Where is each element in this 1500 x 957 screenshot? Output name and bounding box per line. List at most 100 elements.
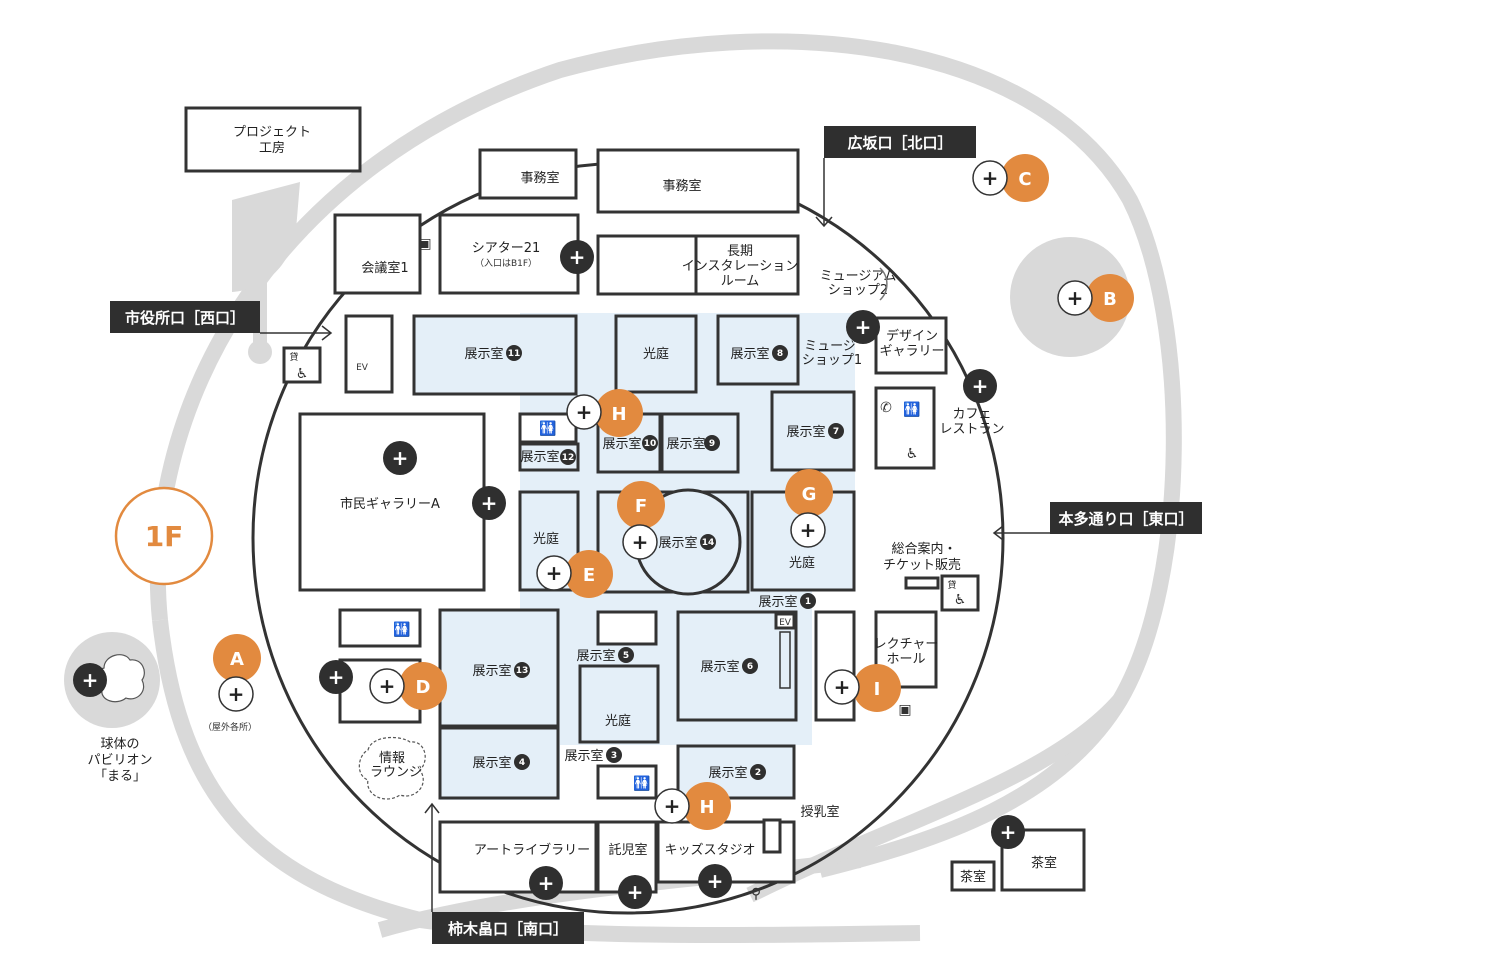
svg-text:+: + bbox=[982, 166, 999, 190]
service-block-southeast bbox=[814, 610, 856, 722]
gallery-7-label: 展示室 bbox=[786, 424, 825, 440]
svg-text:+: + bbox=[82, 668, 99, 692]
svg-text:A: A bbox=[230, 649, 244, 670]
plus-marker-southwest[interactable]: + bbox=[319, 660, 353, 694]
gallery-2-number: 2 bbox=[755, 768, 761, 778]
svg-text:+: + bbox=[576, 400, 593, 424]
theater-21-label: シアター21 bbox=[472, 241, 541, 256]
long-term-label-3: ルーム bbox=[721, 274, 760, 289]
plus-marker-citizen-gallery[interactable]: + bbox=[383, 441, 417, 475]
info-desk-label-1: 総合案内・ bbox=[891, 541, 956, 557]
wheelchair-east-icon: ♿ bbox=[954, 592, 967, 608]
marker-d[interactable]: + D bbox=[369, 662, 447, 710]
locker-southeast-icon: ▣ bbox=[898, 702, 911, 718]
gallery-9-label: 展示室 bbox=[666, 436, 705, 452]
gallery-6-number: 6 bbox=[747, 662, 753, 672]
gallery-13 bbox=[438, 608, 560, 728]
marker-b[interactable]: + B bbox=[1057, 274, 1134, 322]
svg-text:+: + bbox=[392, 446, 409, 470]
svg-text:+: + bbox=[328, 665, 345, 689]
museum-shop-2-label-2: ショップ2 bbox=[828, 283, 888, 298]
project-studio-label-2: 工房 bbox=[259, 140, 285, 156]
project-studio bbox=[184, 106, 362, 173]
citizen-gallery-a-label: 市民ギャラリーA bbox=[340, 496, 440, 512]
svg-text:B: B bbox=[1103, 289, 1117, 310]
gallery-5-number: 5 bbox=[623, 651, 629, 661]
court-bottom-label: 光庭 bbox=[605, 713, 631, 729]
plus-marker-pavilion[interactable]: + bbox=[73, 663, 107, 697]
marker-e[interactable]: + E bbox=[536, 550, 613, 598]
design-gallery-label-2: ギャラリー bbox=[879, 344, 944, 359]
elevator-west-icon: EV bbox=[356, 363, 369, 373]
gallery-4-number-badge bbox=[514, 754, 530, 770]
marker-h-bottom[interactable]: + H bbox=[654, 782, 731, 830]
gallery-8-label: 展示室 bbox=[730, 346, 769, 362]
svg-text:+: + bbox=[546, 561, 563, 585]
office-a-label: 事務室 bbox=[520, 170, 559, 186]
museum-shop-2-arc bbox=[879, 267, 888, 301]
outdoor-note: （屋外各所） bbox=[203, 721, 257, 733]
svg-text:H: H bbox=[611, 404, 626, 425]
svg-text:D: D bbox=[416, 677, 431, 698]
gallery-3-label: 展示室 bbox=[564, 748, 603, 764]
marker-a[interactable]: + A bbox=[213, 634, 261, 712]
gallery-10-number: 10 bbox=[644, 439, 657, 449]
museum-shop-2-label-1: ミュージアム bbox=[820, 269, 897, 284]
rental-west-icon: 貸 bbox=[289, 351, 298, 363]
gallery-5-label: 展示室 bbox=[576, 648, 615, 664]
marker-i[interactable]: + I bbox=[824, 664, 901, 712]
plus-marker-design-gallery[interactable]: + bbox=[846, 310, 880, 344]
restroom-center-icon: 🚻 bbox=[539, 420, 556, 437]
pavilion-label-1: 球体の bbox=[100, 737, 139, 752]
meeting-room-1 bbox=[333, 213, 422, 295]
floor-badge bbox=[114, 486, 214, 586]
plus-marker-cafe[interactable]: + bbox=[963, 369, 997, 403]
svg-text:+: + bbox=[834, 675, 851, 699]
design-gallery-label-1: デザイン bbox=[886, 328, 938, 344]
long-term-room bbox=[596, 234, 800, 296]
marker-h-top[interactable]: + H bbox=[566, 389, 643, 437]
entrance-west[interactable]: 市役所口［西口］ bbox=[110, 301, 333, 341]
tea-room-small bbox=[950, 860, 996, 892]
gallery-8-number-badge bbox=[772, 345, 788, 361]
gallery-1-number-badge bbox=[800, 593, 816, 609]
gallery-12-number-badge bbox=[560, 449, 576, 465]
court-right-label: 光庭 bbox=[789, 555, 815, 571]
plus-marker-citizen-gallery-side[interactable]: + bbox=[472, 486, 506, 520]
rental-east-icon: 貸 bbox=[947, 579, 956, 591]
lecture-hall-label-1: レクチャー bbox=[874, 637, 939, 652]
marker-f[interactable]: + F bbox=[617, 481, 665, 560]
gallery-10-label: 展示室 bbox=[602, 436, 641, 452]
project-studio-label-1: プロジェクト bbox=[233, 125, 311, 140]
gallery-7-number: 7 bbox=[833, 427, 839, 437]
svg-text:+: + bbox=[1000, 820, 1017, 844]
restroom-center bbox=[518, 412, 578, 444]
plus-marker-tea-room[interactable]: + bbox=[991, 815, 1025, 849]
svg-text:+: + bbox=[481, 491, 498, 515]
kids-studio-label: キッズスタジオ bbox=[664, 842, 755, 858]
gallery-3-number-badge bbox=[606, 747, 622, 763]
plus-marker-theater[interactable]: + bbox=[560, 240, 594, 274]
telephone-icon: ✆ bbox=[880, 400, 892, 416]
svg-text:+: + bbox=[707, 869, 724, 893]
svg-text:+: + bbox=[800, 518, 817, 542]
rental-west bbox=[282, 346, 322, 384]
plus-marker-nursery[interactable]: + bbox=[618, 875, 652, 909]
design-gallery bbox=[874, 316, 948, 375]
svg-text:+: + bbox=[664, 794, 681, 818]
marker-g[interactable]: + G bbox=[785, 469, 833, 548]
info-lounge-label-1: 情報 bbox=[379, 751, 405, 766]
marker-c[interactable]: + C bbox=[972, 154, 1049, 202]
entrance-north[interactable]: 広坂口［北口］ bbox=[815, 126, 976, 228]
gallery-11 bbox=[412, 314, 578, 396]
info-lounge-label-2: ラウンジ bbox=[370, 765, 422, 780]
gallery-5-number-badge bbox=[618, 647, 634, 663]
entrance-east[interactable]: 本多通り口［東口］ bbox=[992, 502, 1202, 541]
rental-east bbox=[940, 574, 980, 612]
plus-marker-kids-studio[interactable]: + bbox=[698, 864, 732, 898]
museum-shop-1-label-2: ショップ1 bbox=[802, 353, 862, 368]
plus-marker-art-library[interactable]: + bbox=[529, 866, 563, 900]
entrance-south[interactable]: 柿木畠口［南口］ bbox=[424, 802, 584, 944]
svg-text:G: G bbox=[802, 484, 817, 505]
